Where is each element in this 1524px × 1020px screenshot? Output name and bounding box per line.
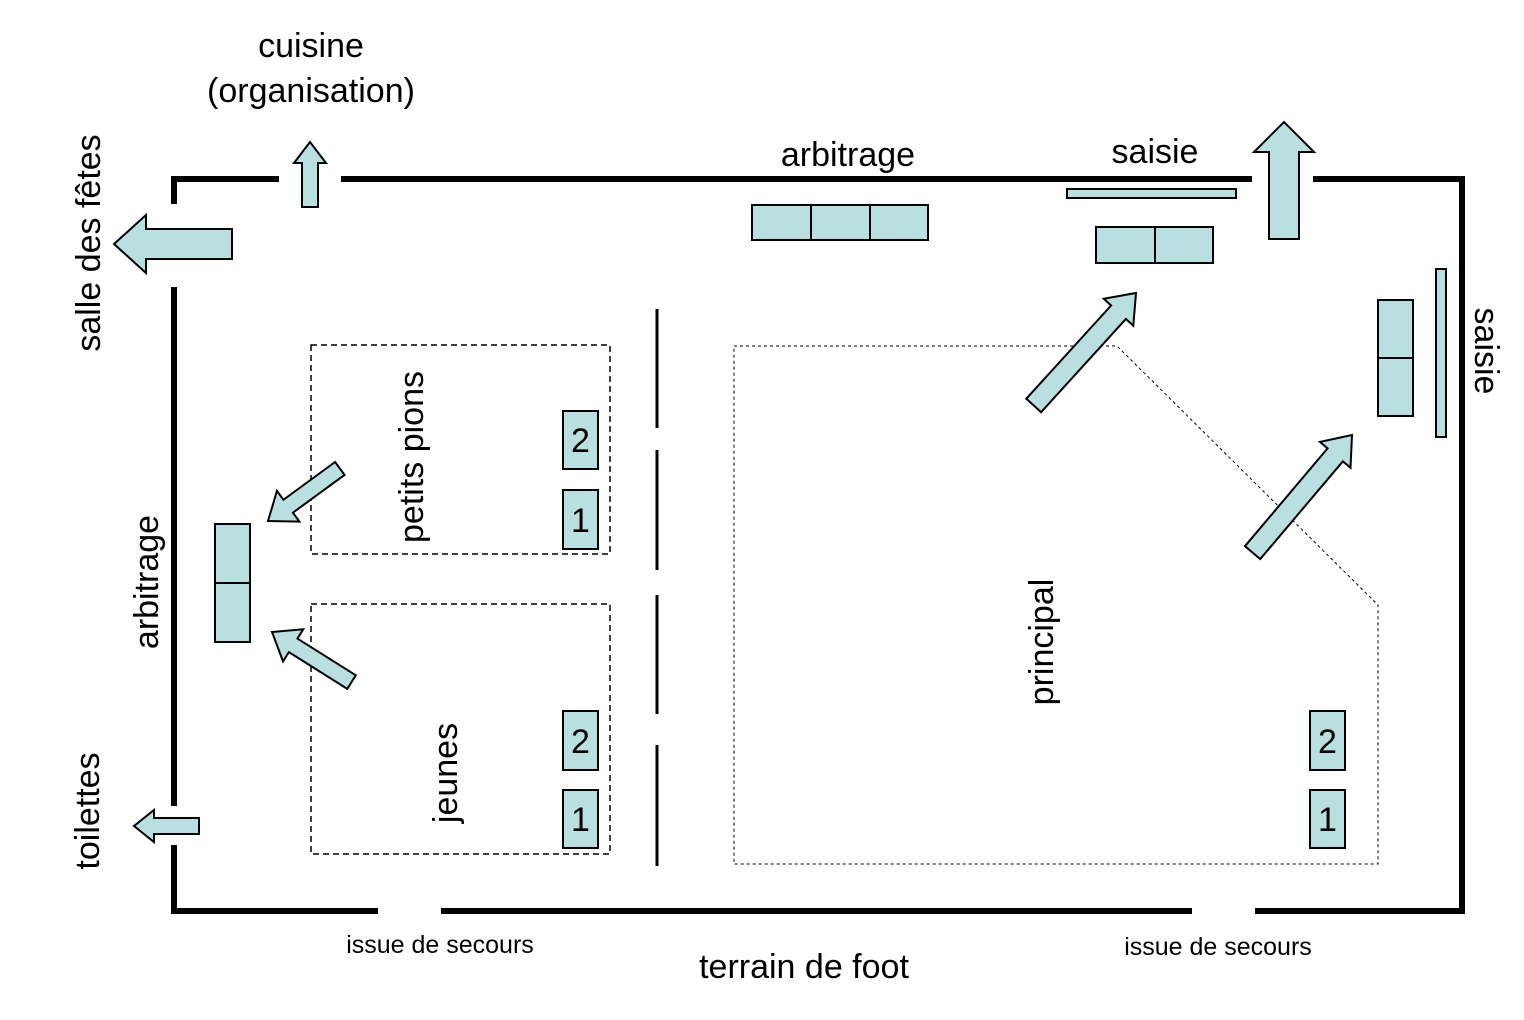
board-number: 2	[571, 422, 590, 460]
board	[1309, 710, 1346, 771]
table	[751, 204, 812, 241]
zone-main	[733, 345, 1379, 865]
football-field-label: terrain de foot	[699, 948, 909, 986]
zone-small-pieces	[310, 344, 611, 555]
emergency-exit-right-label: issue de secours	[1124, 933, 1312, 961]
counter	[1435, 268, 1447, 438]
board-number: 1	[571, 801, 590, 839]
board-main-1: 1	[1309, 789, 1346, 849]
board-number: 2	[571, 723, 590, 761]
arbitration-top-label: arbitrage	[781, 136, 915, 174]
emergency-exit-left-label: issue de secours	[346, 931, 534, 959]
table	[1154, 226, 1214, 264]
board-main-2: 2	[1309, 710, 1346, 771]
table	[810, 204, 871, 241]
arrow-main-to-entry-top-icon	[1024, 291, 1138, 414]
arrow-up-exit-icon	[1251, 120, 1317, 240]
entry-top-label: saisie	[1112, 133, 1199, 171]
party-hall-label: salle des fêtes	[70, 134, 108, 351]
arbitration-tables-left	[214, 523, 251, 643]
kitchen-sublabel: (organisation)	[207, 72, 415, 110]
arrow-left-party-hall-icon	[112, 212, 233, 276]
table	[869, 204, 929, 241]
table	[1377, 357, 1414, 417]
building-walls	[171, 176, 1465, 914]
board-small-1: 1	[562, 489, 599, 550]
board-youth-1: 1	[562, 789, 599, 849]
arbitration-tables-top	[751, 204, 929, 241]
board	[562, 789, 599, 849]
arrow-left-toilets-icon	[132, 807, 200, 845]
arrow-youth-to-arbitration-icon	[270, 628, 358, 691]
zone-youth	[310, 603, 611, 855]
entry-right-label: saisie	[1467, 308, 1505, 395]
board	[562, 410, 599, 470]
board-number: 1	[1318, 801, 1337, 839]
board	[562, 489, 599, 550]
entry-desk-right	[1377, 268, 1447, 438]
arbitration-left-label: arbitrage	[128, 515, 166, 649]
table	[214, 523, 251, 584]
table	[214, 582, 251, 643]
board-number: 1	[571, 502, 590, 540]
counter	[1066, 188, 1237, 199]
table	[1377, 299, 1414, 359]
arrow-small-to-arbitration-icon	[266, 460, 346, 523]
zone-small-label: petits pions	[393, 371, 431, 543]
arrow-up-kitchen-icon	[291, 140, 329, 208]
board-small-2: 2	[562, 410, 599, 470]
board-number: 2	[1318, 723, 1337, 761]
entry-desk-top	[1066, 188, 1237, 264]
zone-youth-label: jeunes	[427, 723, 465, 824]
table	[1095, 226, 1156, 264]
arrow-main-to-entry-right-icon	[1243, 433, 1354, 561]
kitchen-label: cuisine	[258, 27, 364, 65]
board	[1309, 789, 1346, 849]
board	[562, 710, 599, 771]
toilets-label: toilettes	[69, 752, 107, 869]
zone-main-label: principal	[1023, 579, 1061, 706]
board-youth-2: 2	[562, 710, 599, 771]
